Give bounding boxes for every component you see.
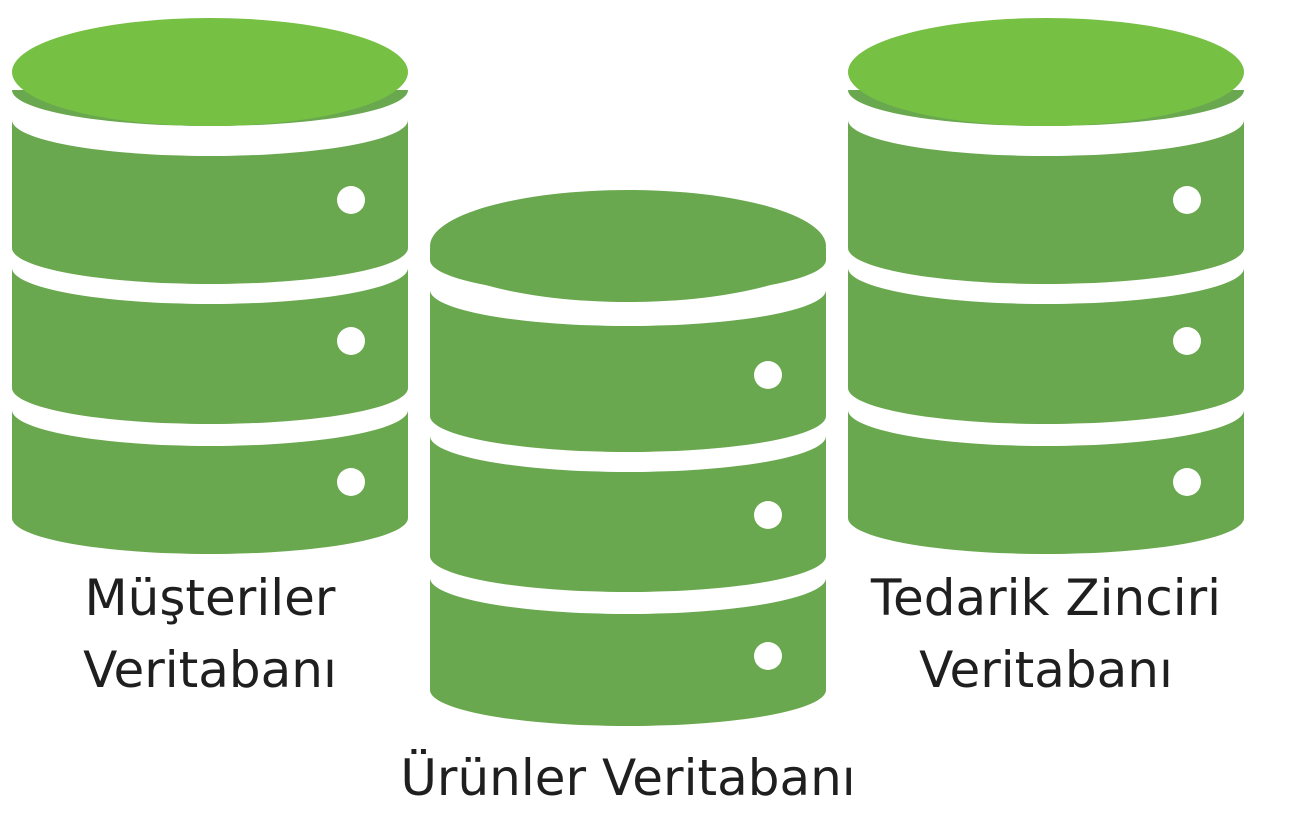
- customers-database-label-line2: Veritabanı: [83, 641, 337, 699]
- customers-database-label-line1: Müşteriler: [84, 569, 336, 627]
- supply-chain-database-icon: [848, 18, 1244, 554]
- products-database-label: Ürünler Veritabanı: [328, 742, 928, 814]
- supply-chain-database-label-line2: Veritabanı: [919, 641, 1173, 699]
- products-database-label-line1: Ürünler Veritabanı: [400, 749, 856, 807]
- supply-chain-database-label-line1: Tedarik Zinciri: [870, 569, 1222, 627]
- customers-database-icon: [12, 18, 408, 554]
- supply-chain-database-label: Tedarik Zinciri Veritabanı: [846, 562, 1246, 706]
- products-database-icon: [430, 190, 826, 726]
- customers-database-label: Müşteriler Veritabanı: [10, 562, 410, 706]
